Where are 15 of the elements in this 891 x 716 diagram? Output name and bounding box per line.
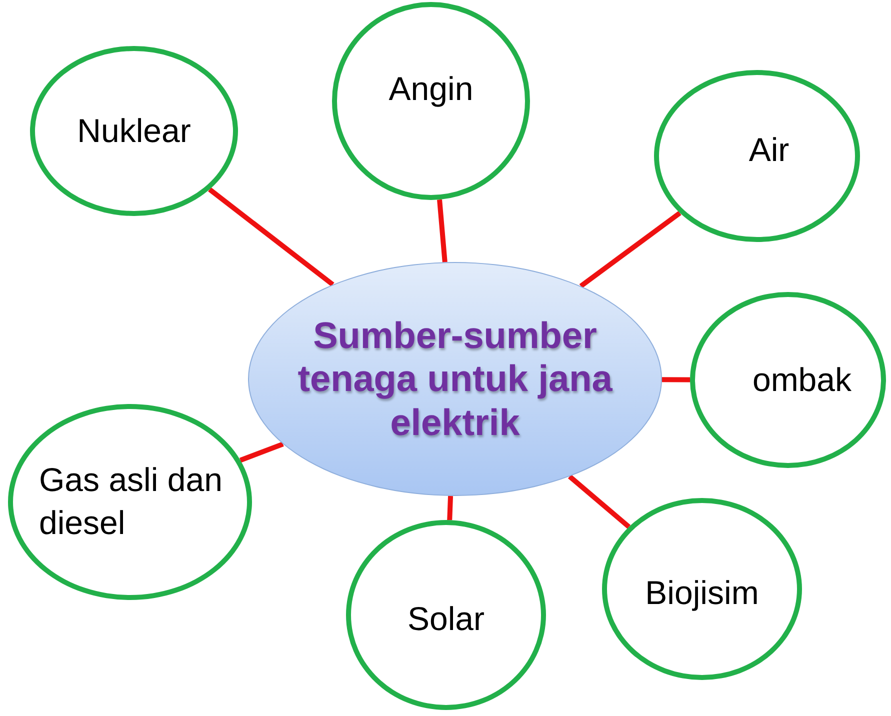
- connector-line: [579, 210, 682, 288]
- topic-label: Gas asli dan diesel: [38, 460, 224, 543]
- connector-line: [568, 474, 631, 529]
- topic-label: Angin: [388, 68, 474, 109]
- topic-label: Biojisim: [645, 572, 759, 613]
- topic-label: Air: [748, 130, 790, 170]
- central-title: Sumber-sumber tenaga untuk jana elektrik: [296, 314, 614, 444]
- connector-line: [239, 442, 284, 463]
- connector-line: [662, 377, 690, 382]
- connector-line: [208, 187, 334, 287]
- topic-label: Nuklear: [77, 110, 191, 151]
- connector-line: [437, 199, 448, 262]
- topic-label: Solar: [407, 598, 485, 639]
- connector-line: [447, 496, 454, 520]
- topic-label: ombak: [752, 360, 852, 400]
